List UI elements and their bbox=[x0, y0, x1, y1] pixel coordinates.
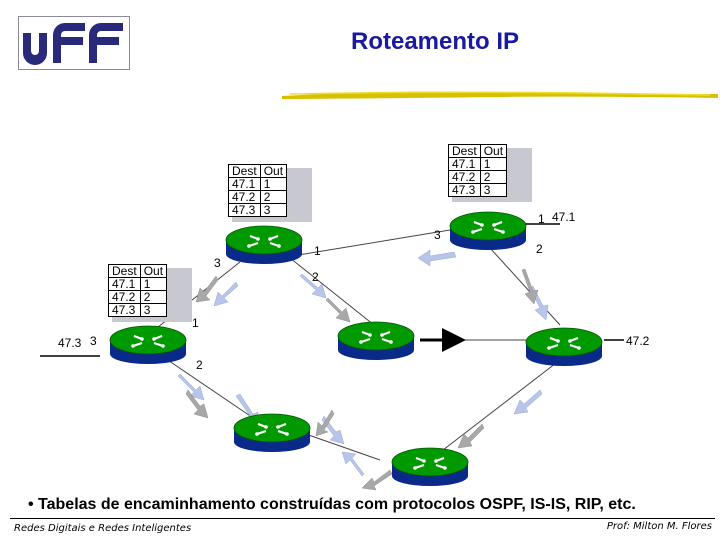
flow-arrow bbox=[177, 373, 205, 401]
caption: • Tabelas de encaminhamento construídas … bbox=[28, 496, 636, 513]
table-cell: 3 bbox=[139, 303, 168, 317]
table-cell: 3 bbox=[479, 183, 508, 197]
flow-arrow bbox=[315, 409, 335, 437]
table-cell: 47.1 bbox=[448, 157, 481, 171]
flow-arrow bbox=[341, 451, 365, 477]
uff-logo bbox=[18, 16, 130, 70]
table-header-dest: Dest bbox=[448, 144, 481, 158]
flow-arrow bbox=[185, 389, 209, 419]
port-label: 2 bbox=[312, 270, 319, 284]
table-header-out: Out bbox=[139, 264, 168, 278]
port-label: 2 bbox=[536, 242, 543, 256]
port-label: 1 bbox=[192, 316, 199, 330]
table-cell: 2 bbox=[479, 170, 508, 184]
table-header-row: Dest Out bbox=[228, 164, 288, 178]
flow-arrow bbox=[513, 389, 543, 415]
table-cell: 47.2 bbox=[448, 170, 481, 184]
flow-arrow bbox=[417, 249, 457, 267]
table-cell: 3 bbox=[259, 203, 288, 217]
flow-arrow bbox=[321, 415, 345, 445]
flow-arrow bbox=[213, 281, 239, 307]
router-bottom-right-icon bbox=[391, 447, 469, 486]
footer-divider bbox=[10, 518, 715, 519]
table-cell: 1 bbox=[259, 177, 288, 191]
routers bbox=[109, 211, 603, 486]
flow-arrows bbox=[177, 249, 549, 491]
net-label-47-1: 47.1 bbox=[552, 210, 576, 224]
flow-arrow bbox=[325, 297, 351, 323]
flow-arrow bbox=[457, 423, 485, 449]
table-cell: 2 bbox=[259, 190, 288, 204]
table-cell: 47.2 bbox=[228, 190, 261, 204]
router-bottom-left-icon bbox=[233, 413, 311, 452]
table-cell: 47.1 bbox=[108, 277, 141, 291]
port-label: 3 bbox=[434, 228, 441, 242]
page-title: Roteamento IP bbox=[350, 28, 520, 55]
flow-arrow bbox=[299, 273, 327, 299]
uff-logo-graphic bbox=[23, 23, 123, 65]
table-header-dest: Dest bbox=[108, 264, 141, 278]
table-header-row: Dest Out bbox=[108, 264, 168, 278]
port-label: 2 bbox=[196, 358, 203, 372]
table-header-out: Out bbox=[259, 164, 288, 178]
router-left-icon bbox=[109, 325, 187, 364]
table-cell: 2 bbox=[139, 290, 168, 304]
table-cell: 1 bbox=[139, 277, 168, 291]
port-label: 1 bbox=[314, 244, 321, 258]
port-label: 1 bbox=[538, 212, 545, 226]
table-cell: 1 bbox=[479, 157, 508, 171]
table-cell: 47.1 bbox=[228, 177, 261, 191]
external-links bbox=[40, 223, 624, 357]
table-header-out: Out bbox=[479, 144, 508, 158]
footer-course: Redes Digitais e Redes Inteligentes bbox=[14, 523, 192, 534]
table-cell: 47.3 bbox=[448, 183, 481, 197]
router-center-icon bbox=[337, 321, 415, 360]
net-label-47-2: 47.2 bbox=[626, 334, 650, 348]
flow-arrow bbox=[521, 268, 539, 305]
table-header-row: Dest Out bbox=[448, 144, 508, 158]
table-header-dest: Dest bbox=[228, 164, 261, 178]
port-label: 3 bbox=[90, 334, 97, 348]
net-label-47-3: 47.3 bbox=[58, 336, 82, 350]
router-top-icon bbox=[225, 225, 303, 264]
flow-arrow bbox=[361, 469, 393, 491]
table-cell: 47.2 bbox=[108, 290, 141, 304]
router-right-icon bbox=[525, 327, 603, 366]
table-cell: 47.3 bbox=[228, 203, 261, 217]
router-top-right-icon bbox=[449, 211, 527, 250]
flow-arrow bbox=[195, 275, 219, 303]
title-underline bbox=[282, 91, 718, 99]
table-cell: 47.3 bbox=[108, 303, 141, 317]
port-label: 3 bbox=[214, 256, 221, 270]
footer-author: Prof: Milton M. Flores bbox=[606, 521, 712, 532]
